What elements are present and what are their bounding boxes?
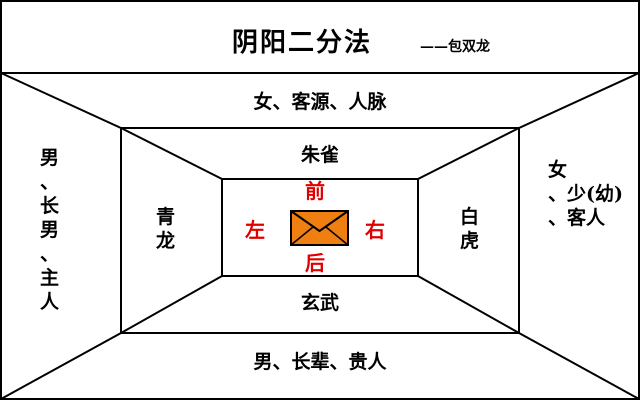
- diag-tl: [0, 72, 122, 129]
- direction-back: 后: [305, 251, 325, 275]
- inner-right-label: 白虎: [460, 206, 480, 252]
- outer-bottom-label: 男、长辈、贵人: [253, 351, 387, 373]
- inner-left-label: 青龙: [156, 206, 176, 252]
- diag-inner-tr: [417, 127, 520, 180]
- direction-front: 前: [305, 179, 325, 203]
- diag-bl: [0, 332, 122, 400]
- outer-right-line: 、少(幼): [548, 183, 623, 205]
- middle-rect: [120, 127, 520, 334]
- outer-left-label: 男 、长男 、主人: [40, 146, 74, 314]
- outer-left-line: 、长男: [40, 171, 60, 241]
- diag-inner-tl: [120, 127, 223, 180]
- envelope-icon: [290, 210, 349, 246]
- outer-right-line: 女: [548, 159, 568, 181]
- outer-left-line: 男: [40, 147, 60, 169]
- inner-bottom-label: 玄武: [300, 292, 339, 314]
- diag-br: [518, 332, 640, 400]
- outer-right-label: 女 、少(幼) 、客人: [548, 158, 628, 230]
- inner-rect: [221, 178, 419, 277]
- author-credit: ——包双龙: [420, 39, 490, 55]
- diag-tr: [518, 72, 640, 129]
- diagram-title: 阴阳二分法: [232, 28, 373, 58]
- inner-top-label: 朱雀: [300, 144, 339, 166]
- outer-left-line: 、主人: [40, 243, 60, 313]
- direction-right: 右: [365, 218, 385, 242]
- outer-right-line: 、客人: [548, 207, 606, 229]
- diag-inner-bl: [120, 275, 223, 334]
- direction-left: 左: [245, 218, 265, 242]
- outer-top-label: 女、客源、人脉: [253, 91, 387, 113]
- diag-inner-br: [417, 275, 520, 334]
